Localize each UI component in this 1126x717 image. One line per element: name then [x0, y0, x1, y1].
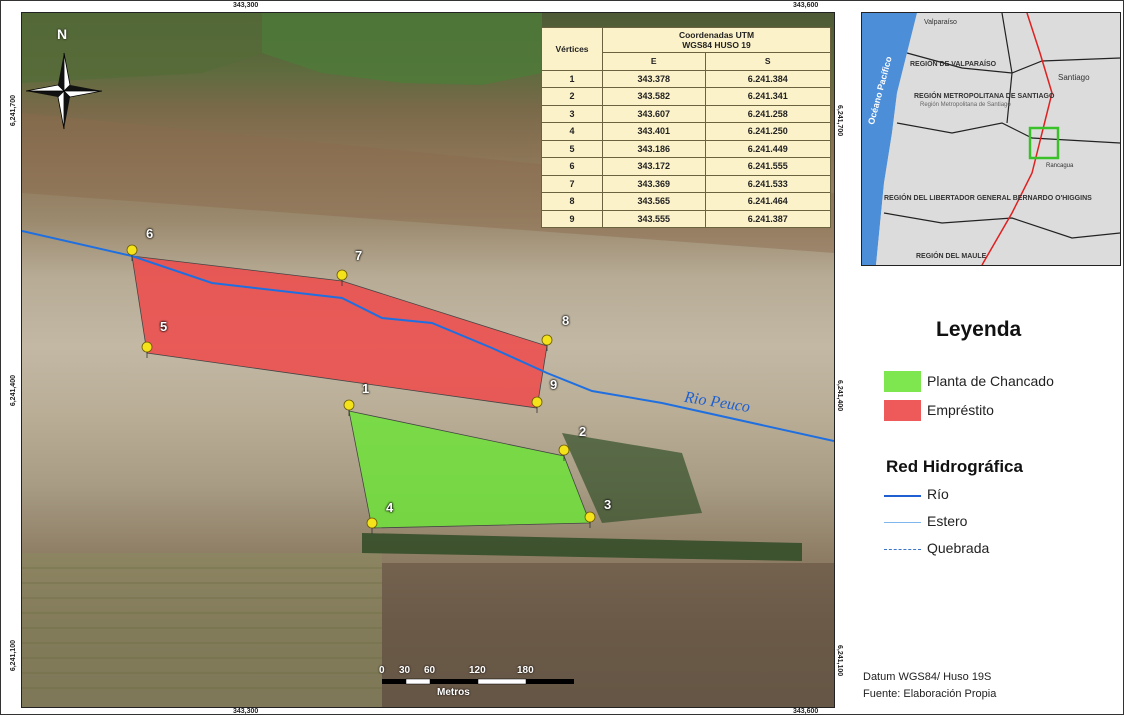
header-coord-group: Coordenadas UTM WGS84 HUSO 19: [602, 27, 831, 53]
inset-region-ohiggins: REGIÓN DEL LIBERTADOR GENERAL BERNARDO O…: [884, 195, 1092, 202]
region-boundaries: [883, 13, 1120, 239]
orchard-area: [22, 553, 382, 707]
legend-label-quebrada: Quebrada: [927, 540, 990, 556]
tree-line: [362, 533, 802, 561]
location-inset-map[interactable]: Océano Pacífico Valparaíso REGIÓN DE VAL…: [861, 12, 1121, 266]
golf-course-area: [262, 13, 542, 85]
vertex-label-2: 2: [579, 424, 587, 439]
coord-right-mid: 6,241,400: [836, 380, 843, 412]
scale-tick-30: 30: [399, 665, 411, 676]
header-coord-line1: Coordenadas UTM: [678, 30, 755, 40]
vegetation-area: [22, 13, 262, 83]
coord-left-bottom: 6,241,100: [10, 640, 17, 672]
legend-line-quebrada: [884, 549, 921, 550]
vertex-label-4: 4: [386, 500, 394, 515]
legend-label-estero: Estero: [927, 513, 968, 529]
coord-top-right: 343,600: [793, 2, 819, 9]
tree-cluster: [562, 433, 702, 523]
vertex-label-5: 5: [160, 319, 168, 334]
header-e: E: [602, 52, 706, 71]
inset-region-maule: REGIÓN DEL MAULE: [916, 253, 987, 260]
ocean-area: [862, 13, 917, 265]
vertex-label-8: 8: [562, 313, 570, 328]
inset-santiago: Santiago: [1058, 73, 1090, 82]
scale-tick-60: 60: [424, 665, 436, 676]
vertex-label-3: 3: [604, 497, 612, 512]
legend-title: Leyenda: [936, 318, 1022, 341]
coord-right-top: 6,241,700: [836, 105, 843, 137]
north-label: N: [57, 26, 68, 42]
scale-tick-180: 180: [517, 665, 534, 676]
vertex-label-7: 7: [355, 248, 363, 263]
river-line: [22, 230, 834, 442]
inset-rancagua: Rancagua: [1046, 163, 1074, 169]
coord-bottom-left: 343,300: [233, 708, 259, 715]
utm-coordinates-table: Vértices Coordenadas UTM WGS84 HUSO 19 E…: [541, 27, 832, 228]
inset-region-metropolitana-sub: Región Metropolitana de Santiago: [920, 102, 1011, 108]
legend-label-planta: Planta de Chancado: [927, 373, 1054, 389]
inset-region-valparaiso: REGIÓN DE VALPARAÍSO: [910, 61, 997, 68]
legend-line-rio: [884, 495, 921, 497]
header-coord-line2: WGS84 HUSO 19: [682, 40, 751, 50]
datum-text: Datum WGS84/ Huso 19S: [863, 671, 992, 683]
legend-swatch-planta: [884, 371, 921, 392]
north-arrow-icon: [25, 52, 103, 130]
land-area: [876, 13, 1120, 265]
header-s: S: [704, 52, 832, 71]
inset-region-metropolitana: REGIÓN METROPOLITANA DE SANTIAGO: [914, 93, 1055, 100]
scale-tick-0: 0: [379, 665, 385, 676]
satellite-map[interactable]: N 1 2 3 4 5 6 7 8 9 Rio Peuco 0 30 60 12…: [21, 12, 835, 708]
datum-info: Datum WGS84/ Huso 19S Fuente: Elaboració…: [863, 669, 996, 703]
highway-line: [981, 13, 1053, 265]
scale-unit: Metros: [437, 687, 470, 698]
vertex-pins: [126, 244, 596, 534]
legend-swatch-emprestito: [884, 400, 921, 421]
coord-bottom-right: 343,600: [793, 708, 819, 715]
scale-bar: [382, 678, 574, 685]
emprestito-polygon[interactable]: [131, 255, 548, 409]
study-area-marker: [1028, 126, 1060, 160]
source-text: Fuente: Elaboración Propia: [863, 688, 997, 700]
coord-right-bottom: 6,241,100: [836, 645, 843, 677]
vertex-label-1: 1: [362, 381, 370, 396]
coord-left-top: 6,241,700: [10, 95, 17, 127]
inset-valparaiso-town: Valparaíso: [924, 19, 957, 26]
header-vertices: Vértices: [541, 27, 603, 71]
scale-tick-120: 120: [469, 665, 486, 676]
legend-label-emprestito: Empréstito: [927, 402, 994, 418]
vertex-label-6: 6: [146, 226, 154, 241]
coord-left-mid: 6,241,400: [10, 375, 17, 407]
inset-graphic: [862, 13, 1120, 265]
vertex-label-9: 9: [550, 377, 558, 392]
legend-line-estero: [884, 522, 921, 523]
industrial-area: [382, 563, 834, 707]
coord-top-left: 343,300: [233, 2, 259, 9]
legend-label-rio: Río: [927, 486, 949, 502]
hydro-legend-title: Red Hidrográfica: [886, 457, 1023, 476]
